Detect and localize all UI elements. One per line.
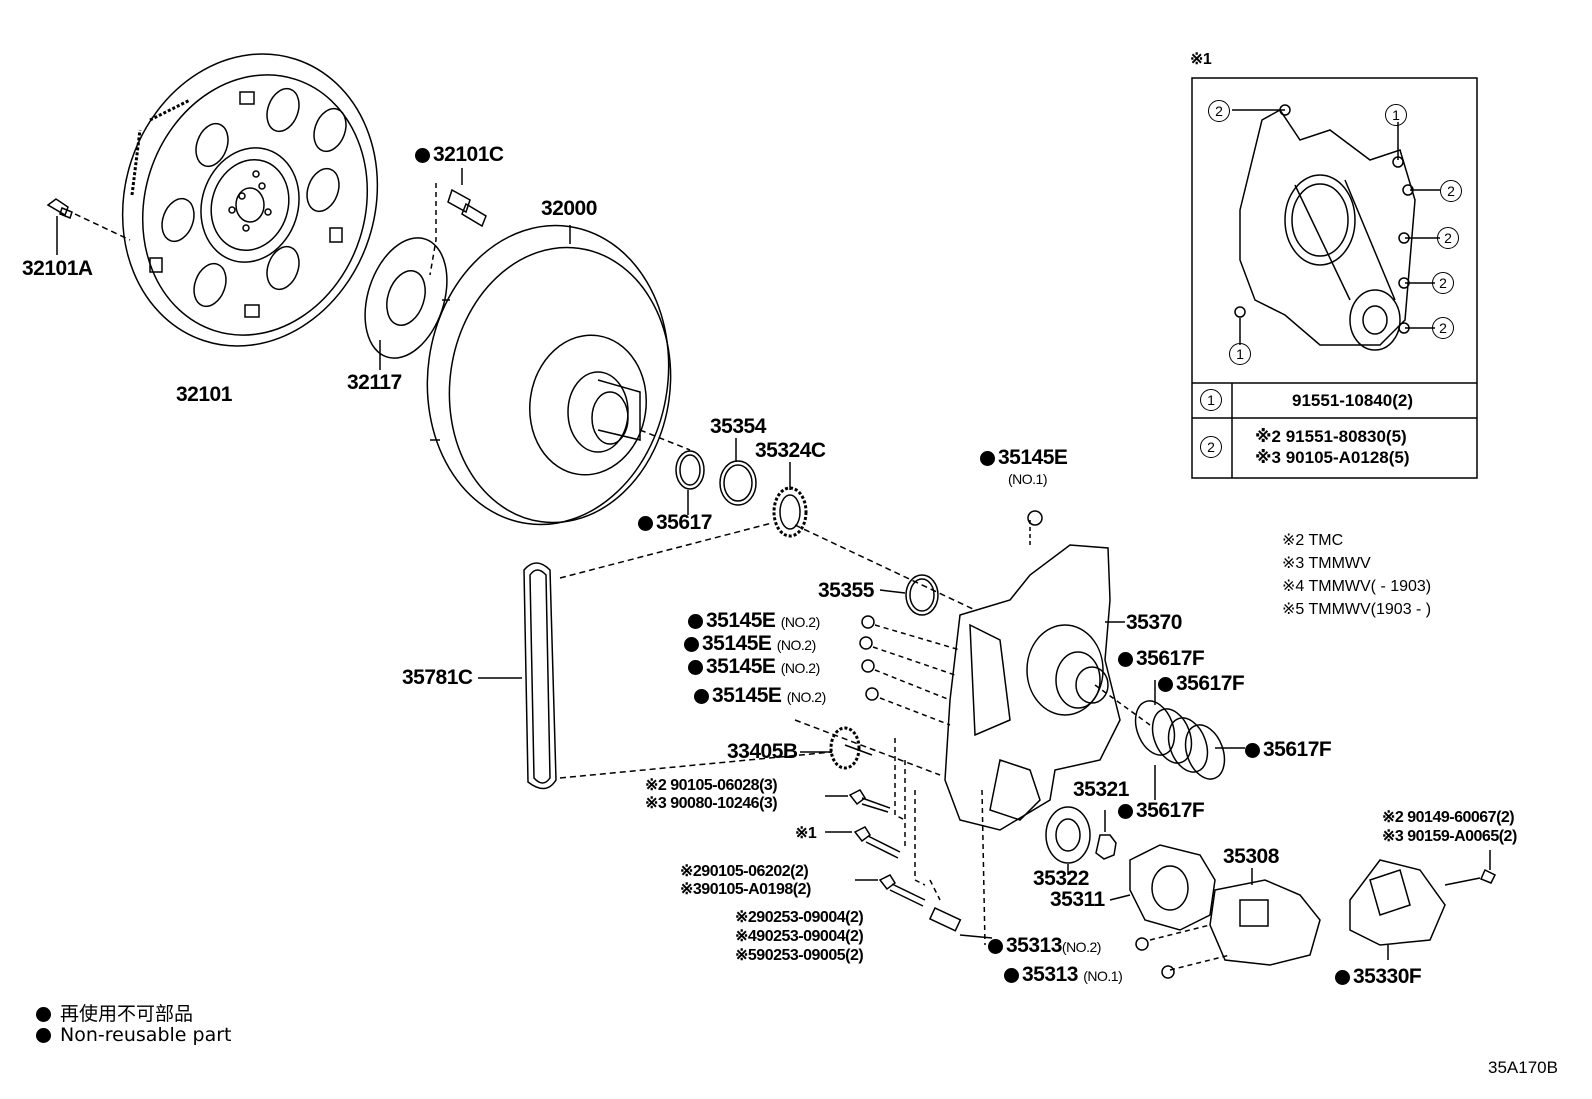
non-reusable-dot (1004, 968, 1019, 983)
label-35313-no1: 35313 (NO.1) (1004, 964, 1123, 985)
callout-1: 1 (1385, 104, 1407, 126)
table-row2-value1: ※2 91551-80830(5) (1255, 427, 1407, 446)
rotors-35321-35322 (1045, 806, 1117, 875)
label-35145E-d: 35145E (NO.2) (694, 685, 826, 706)
nuts-35145E (859, 510, 1043, 726)
non-reusable-dot (684, 637, 699, 652)
label-35313-no2: 35313(NO.2) (988, 935, 1101, 956)
non-reusable-dot (980, 451, 995, 466)
note-tmmwv-to-1903: ※4 TMMWV( - 1903) (1282, 578, 1432, 595)
label-32101: 32101 (176, 383, 232, 406)
label-star1: ※1 (795, 825, 817, 842)
non-reusable-dot (1118, 804, 1133, 819)
valve-body-35308 (1149, 868, 1321, 971)
table-row1-key: 1 (1200, 389, 1222, 411)
label-35370: 35370 (1126, 611, 1182, 634)
gear-35324C (772, 462, 808, 538)
sprocket-33405B (794, 719, 941, 776)
table-row1-value: 91551-10840(2) (1292, 391, 1413, 410)
label-35330F: 35330F (1335, 966, 1422, 987)
legend-jp: 再使用不可部品 (36, 999, 193, 1026)
seal-35313-no1 (1161, 965, 1175, 979)
oil-pump-housing-35370 (944, 520, 1125, 831)
callout-1: 1 (1229, 343, 1251, 365)
label-no1: (NO.1) (1008, 471, 1048, 487)
label-35321: 35321 (1073, 778, 1129, 801)
label-33405B: 33405B (727, 740, 798, 763)
table-row2-key: 2 (1200, 436, 1222, 458)
callout-2: 2 (1208, 100, 1230, 122)
bolt-32101C (429, 168, 487, 276)
pump-bolts (825, 738, 993, 946)
label-35617F-b: 35617F (1158, 673, 1245, 694)
non-reusable-dot (415, 148, 430, 163)
note-tmmwv-from-1903: ※5 TMMWV(1903 - ) (1282, 601, 1432, 618)
label-strainer-l2: ※3 90159-A0065(2) (1382, 828, 1517, 845)
seal-ring-35354 (719, 438, 757, 506)
label-bolt1-l2: ※3 90080-10246(3) (645, 795, 778, 812)
label-pin-l3: ※590253-09005(2) (735, 947, 864, 964)
legend-en: Non-reusable part (36, 1024, 231, 1046)
label-strainer-l1: ※2 90149-60067(2) (1382, 809, 1515, 826)
label-35354: 35354 (710, 415, 766, 438)
non-reusable-dot (36, 1028, 51, 1043)
bolt-32101A (46, 198, 131, 255)
label-35322: 35322 (1033, 867, 1089, 890)
label-35617F-a: 35617F (1118, 648, 1205, 669)
non-reusable-dot (1335, 970, 1350, 985)
inset-box (1191, 77, 1478, 479)
label-35145E-b: 35145E (NO.2) (684, 633, 816, 654)
chain-35781C (478, 522, 833, 790)
label-35324C: 35324C (755, 439, 826, 462)
spacer-32117 (364, 237, 448, 370)
seal-35313-no2 (1135, 937, 1149, 951)
label-32000: 32000 (541, 197, 597, 220)
label-35145E-c: 35145E (NO.2) (688, 656, 820, 677)
non-reusable-dot (36, 1007, 51, 1022)
o-rings-35617F (1094, 680, 1245, 800)
non-reusable-dot (988, 939, 1003, 954)
drive-plate-32101 (121, 53, 379, 347)
note-tmc: ※2 TMC (1282, 532, 1344, 549)
label-35781C: 35781C (402, 666, 473, 689)
label-35355: 35355 (818, 579, 874, 602)
label-35617F-d: 35617F (1118, 800, 1205, 821)
pump-body-35311 (1109, 844, 1216, 931)
diagram-code: 35A170B (1488, 1058, 1558, 1077)
callout-2: 2 (1437, 227, 1459, 249)
label-bolt1-l1: ※2 90105-06028(3) (645, 777, 778, 794)
callout-2: 2 (1432, 317, 1454, 339)
label-35311: 35311 (1050, 888, 1105, 911)
label-35308: 35308 (1223, 845, 1279, 868)
non-reusable-dot (638, 516, 653, 531)
label-35617F-c: 35617F (1245, 739, 1332, 760)
torque-converter-32000 (426, 224, 691, 526)
label-35145E-no1: 35145E (980, 447, 1068, 468)
non-reusable-dot (1118, 652, 1133, 667)
label-pin-l2: ※490253-09004(2) (735, 928, 864, 945)
label-bolt2-l2: ※390105-A0198(2) (680, 881, 811, 898)
label-35617: 35617 (638, 512, 712, 533)
label-bolt2-l1: ※290105-06202(2) (680, 863, 809, 880)
snap-ring-35355 (794, 524, 976, 616)
label-32101A: 32101A (22, 257, 93, 280)
note-tmmwv: ※3 TMMWV (1282, 555, 1371, 572)
label-32101C: 32101C (415, 144, 504, 165)
non-reusable-dot (688, 660, 703, 675)
strainer-35330F (1349, 850, 1497, 960)
callout-2: 2 (1440, 180, 1462, 202)
non-reusable-dot (1158, 677, 1173, 692)
label-pin-l1: ※290253-09004(2) (735, 909, 864, 926)
label-32117: 32117 (347, 371, 402, 394)
table-row2-value2: ※3 90105-A0128(5) (1255, 448, 1410, 467)
label-35145E-a: 35145E (NO.2) (688, 610, 820, 631)
non-reusable-dot (694, 689, 709, 704)
o-ring-35617 (675, 450, 705, 490)
non-reusable-dot (688, 614, 703, 629)
inset-tag: ※1 (1190, 51, 1212, 68)
callout-2: 2 (1432, 272, 1454, 294)
non-reusable-dot (1245, 743, 1260, 758)
